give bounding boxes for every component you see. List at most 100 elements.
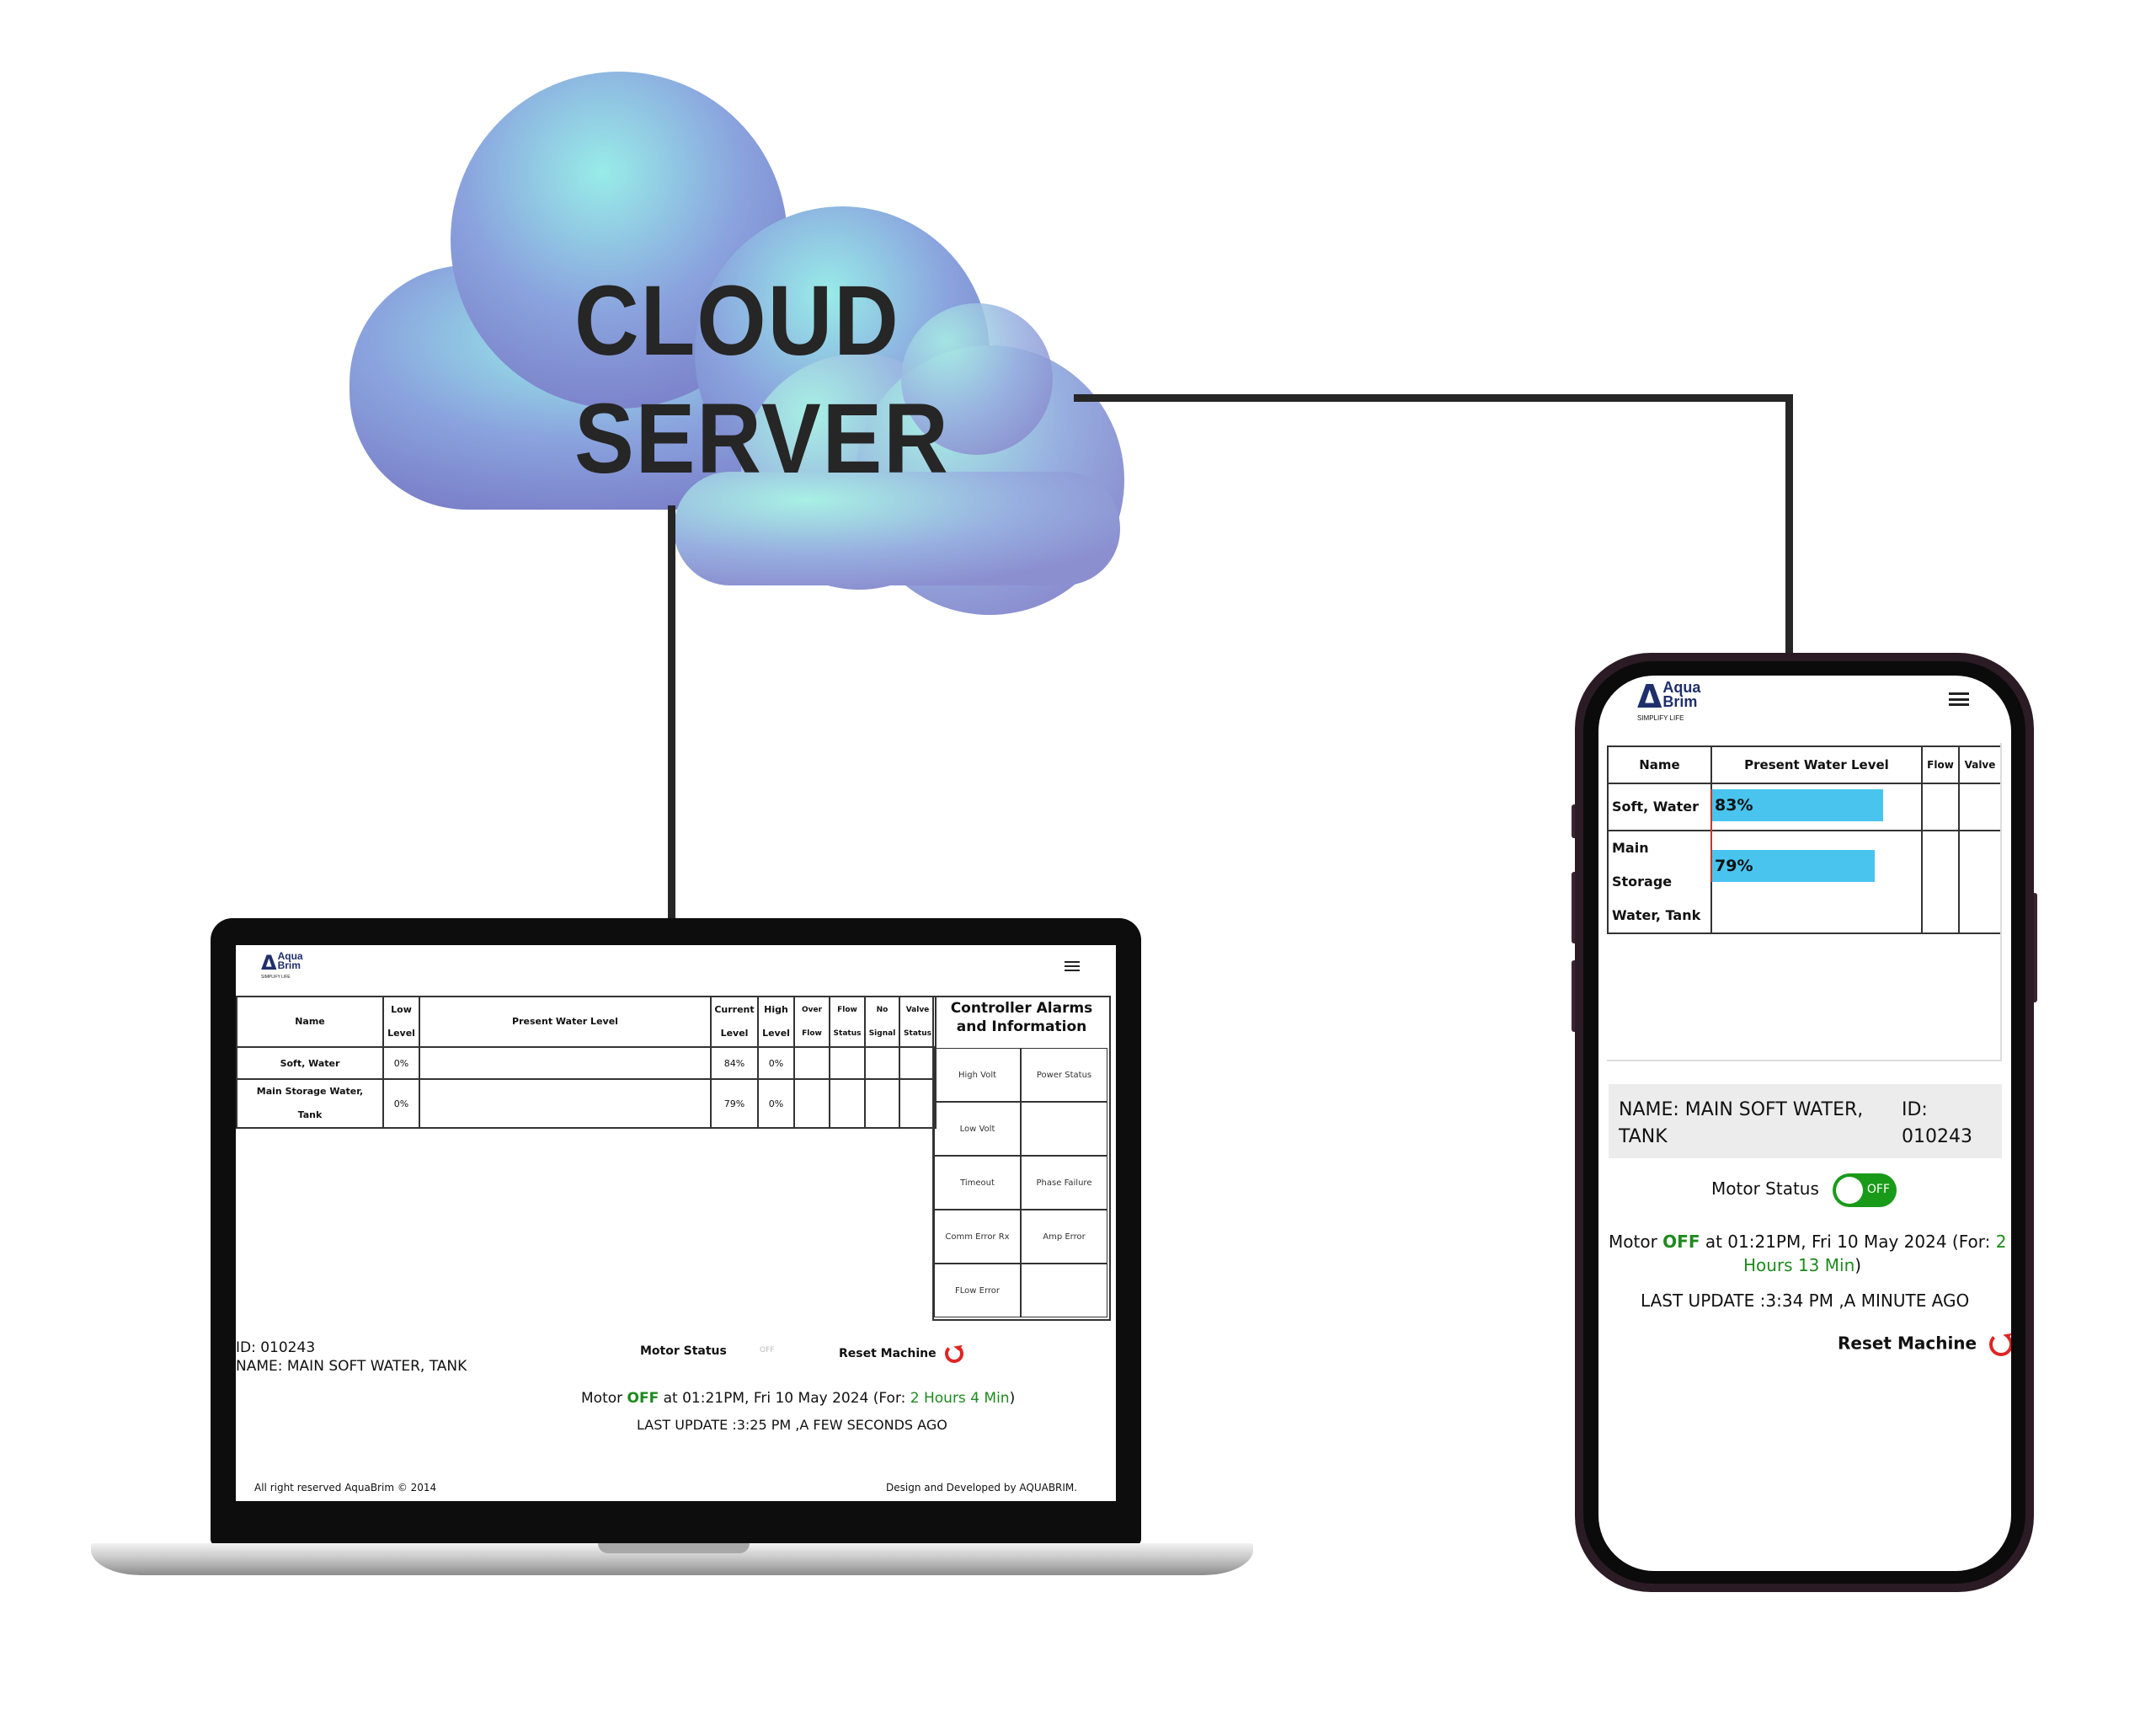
aquabrim-logo: Δ Aqua Brim bbox=[1637, 677, 1700, 716]
row-low-level: 0% bbox=[382, 1078, 420, 1129]
level-bar-label: 79% bbox=[1715, 857, 1753, 875]
alarm-cell: Comm Error Rx bbox=[934, 1210, 1021, 1264]
connector-phone-wire-vertical bbox=[1785, 394, 1793, 655]
row-over-flow bbox=[793, 1046, 830, 1080]
col-high-level-l2: Level bbox=[762, 1028, 790, 1039]
logo-mark-icon: Δ bbox=[261, 951, 277, 975]
device-name-line1: NAME: MAIN SOFT WATER, bbox=[1619, 1099, 1864, 1120]
col-valve-status-l2: Status bbox=[904, 1029, 931, 1038]
motor-state: OFF bbox=[1662, 1232, 1700, 1252]
motor-status-toggle[interactable]: OFF bbox=[760, 1346, 775, 1355]
row-name: Soft, Water bbox=[236, 1046, 384, 1080]
level-bar bbox=[1712, 789, 1883, 821]
table-row[interactable]: Main Storage Water,Tank 0% 79% 0% bbox=[236, 1078, 937, 1129]
reset-machine-button[interactable]: Reset Machine bbox=[839, 1344, 964, 1363]
row-name: Soft, Water bbox=[1607, 783, 1712, 831]
reset-icon[interactable] bbox=[1989, 1333, 2011, 1356]
col-current-level-l1: Current bbox=[714, 1004, 755, 1015]
controller-alarms-panel: Controller Alarms and Information High V… bbox=[932, 996, 1111, 1321]
toggle-label: OFF bbox=[1866, 1183, 1890, 1196]
logo-word-aqua: Aqua bbox=[277, 950, 303, 962]
alarm-cell: Amp Error bbox=[1021, 1210, 1107, 1264]
col-flow-status-l1: Flow bbox=[837, 1006, 857, 1014]
row-name-line1: Main Storage Water, bbox=[256, 1086, 364, 1097]
motor-line-mid: at 01:21PM, Fri 10 May 2024 (For: bbox=[659, 1390, 910, 1407]
motor-line-mid: at 01:21PM, Fri 10 May 2024 (For: bbox=[1700, 1232, 1996, 1252]
alarm-cell bbox=[1021, 1264, 1107, 1317]
level-marker-line bbox=[1710, 789, 1712, 882]
col-over-flow-l2: Flow bbox=[802, 1029, 822, 1038]
col-flow-header: Flow bbox=[1921, 745, 1960, 784]
device-name: NAME: MAIN SOFT WATER, TANK bbox=[236, 1358, 467, 1375]
device-id-line2: 010243 bbox=[1902, 1126, 1972, 1147]
motor-duration: 2 Hours 4 Min bbox=[910, 1390, 1010, 1407]
motor-status-label: Motor Status bbox=[640, 1344, 727, 1358]
level-bar bbox=[1712, 850, 1875, 882]
motor-line-prefix: Motor bbox=[581, 1390, 627, 1407]
row-valve bbox=[1958, 830, 2002, 934]
motor-line-suffix: ) bbox=[1854, 1255, 1862, 1275]
table-header-row: Name Present Water Level Flow Valve bbox=[1607, 745, 2002, 784]
col-name-header: Name bbox=[236, 996, 384, 1048]
row-flow bbox=[1921, 830, 1960, 934]
motor-line-suffix: ) bbox=[1009, 1390, 1016, 1407]
col-name-header: Name bbox=[1607, 745, 1712, 784]
phone-power-button bbox=[2031, 893, 2037, 1002]
row-valve-status bbox=[899, 1078, 937, 1129]
motor-activity-line: Motor OFF at 01:21PM, Fri 10 May 2024 (F… bbox=[581, 1390, 1015, 1407]
cloud-title-line2: SERVER bbox=[574, 383, 950, 494]
table-container bbox=[1607, 743, 2002, 1061]
row-name-line2: Water, Tank bbox=[1612, 907, 1701, 923]
connector-laptop-wire bbox=[668, 505, 675, 937]
col-low-level-l2: Level bbox=[387, 1028, 415, 1039]
motor-status-toggle[interactable]: OFF bbox=[1833, 1173, 1897, 1207]
col-present-level-header: Present Water Level bbox=[1710, 745, 1923, 784]
reset-icon[interactable] bbox=[945, 1344, 964, 1363]
motor-state: OFF bbox=[627, 1390, 659, 1407]
last-update-text: LAST UPDATE :3:34 PM ,A MINUTE AGO bbox=[1641, 1290, 1970, 1311]
motor-duration-part1: 2 bbox=[1995, 1232, 2007, 1252]
row-no-signal bbox=[864, 1078, 900, 1129]
aquabrim-logo: Δ Aqua Brim bbox=[261, 950, 303, 975]
row-flow-status bbox=[829, 1046, 866, 1080]
cloud-title-line1: CLOUD bbox=[574, 265, 900, 377]
reset-machine-button[interactable]: Reset Machine bbox=[1838, 1333, 2011, 1356]
row-flow bbox=[1921, 783, 1960, 831]
row-flow-status bbox=[829, 1078, 866, 1129]
col-present-level-header: Present Water Level bbox=[419, 996, 712, 1048]
col-high-level-l1: High bbox=[764, 1004, 788, 1015]
hamburger-menu-icon[interactable] bbox=[1065, 961, 1080, 971]
row-high-level: 0% bbox=[757, 1078, 795, 1129]
hamburger-menu-icon[interactable] bbox=[1949, 692, 1969, 706]
alarms-title-line1: Controller Alarms bbox=[950, 1000, 1093, 1017]
row-present-level bbox=[419, 1046, 712, 1080]
toggle-knob bbox=[1836, 1177, 1863, 1204]
col-over-flow-l1: Over bbox=[801, 1006, 823, 1014]
row-present-level bbox=[1710, 830, 1923, 934]
table-row[interactable]: Soft, Water 0% 84% 0% bbox=[236, 1046, 937, 1080]
row-valve-status bbox=[899, 1046, 937, 1080]
row-current-level: 79% bbox=[710, 1078, 759, 1129]
alarm-cell: Timeout bbox=[934, 1156, 1021, 1210]
row-current-level: 84% bbox=[710, 1046, 759, 1080]
device-id: ID:010243 bbox=[1902, 1097, 1972, 1151]
alarm-cell: Low Volt bbox=[934, 1102, 1021, 1156]
logo-tagline: SIMPLIFY LIFE bbox=[1637, 714, 1684, 722]
motor-status-label: Motor Status bbox=[1711, 1178, 1819, 1199]
phone-screen: Δ Aqua Brim SIMPLIFY LIFE Name Present W… bbox=[1598, 676, 2011, 1571]
device-info-panel bbox=[1609, 1084, 2002, 1158]
col-no-signal-l2: Signal bbox=[868, 1029, 896, 1038]
device-name-line2: TANK bbox=[1619, 1126, 1668, 1147]
level-bar-label: 83% bbox=[1715, 796, 1753, 815]
